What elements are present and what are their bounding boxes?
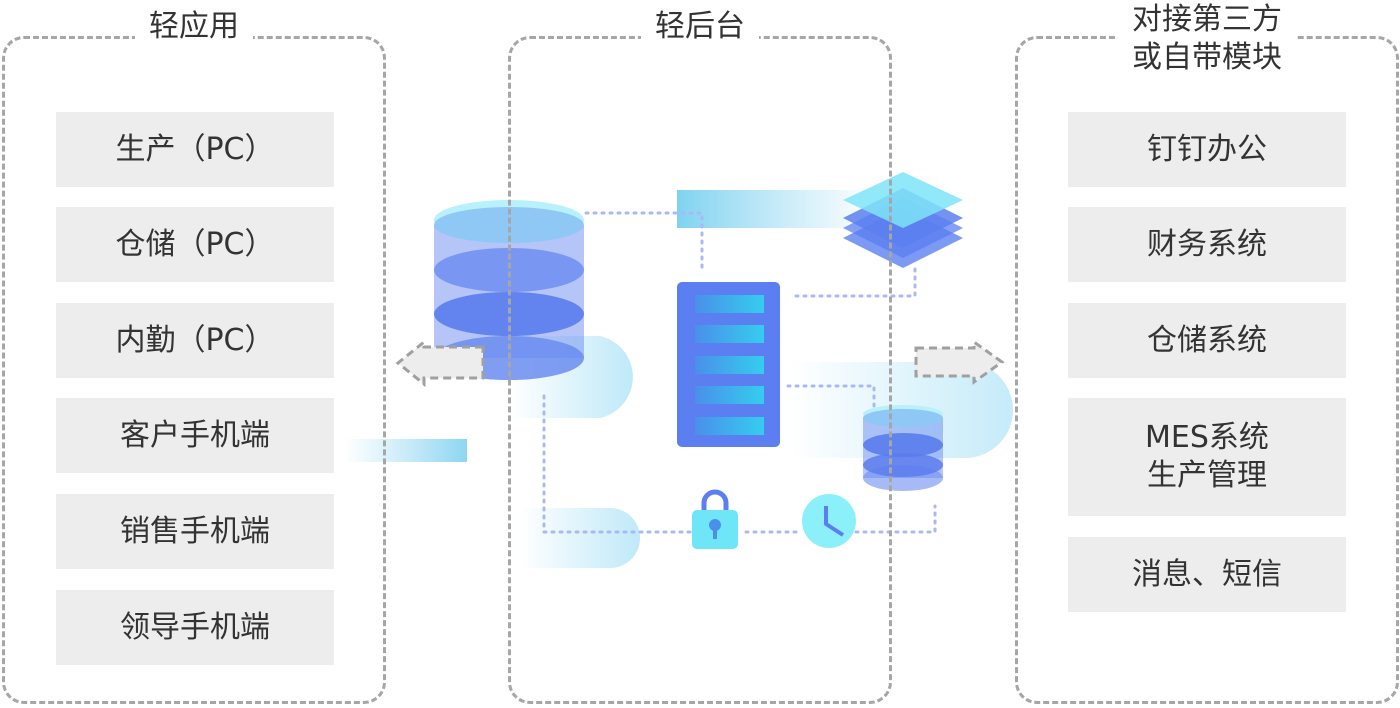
- panel-title-third-party: 对接第三方 或自带模块: [1118, 1, 1296, 77]
- app-item-customer-mobile[interactable]: 客户手机端: [56, 398, 334, 473]
- light-apps-panel: 轻应用 生产（PC） 仓储（PC） 内勤（PC） 客户手机端 销售手机端 领导手…: [2, 9, 386, 704]
- app-item-production-pc[interactable]: 生产（PC）: [56, 112, 334, 187]
- third-party-panel: 对接第三方 或自带模块 钉钉办公 财务系统 仓储系统 MES系统 生产管理 消息…: [1015, 1, 1399, 704]
- app-item-warehouse-pc[interactable]: 仓储（PC）: [56, 207, 334, 282]
- panel-title-light-apps: 轻应用: [135, 9, 253, 45]
- app-item-office-pc[interactable]: 内勤（PC）: [56, 303, 334, 378]
- panel-title-line-1: 对接第三方: [1132, 2, 1282, 37]
- app-item-leader-mobile[interactable]: 领导手机端: [56, 590, 334, 665]
- module-item-mes-line-1: MES系统: [1145, 420, 1269, 455]
- module-item-finance[interactable]: 财务系统: [1068, 207, 1346, 282]
- module-item-mes-line-2: 生产管理: [1147, 458, 1267, 493]
- app-item-sales-mobile[interactable]: 销售手机端: [56, 494, 334, 569]
- module-item-mes[interactable]: MES系统 生产管理: [1068, 398, 1346, 516]
- module-item-dingtalk[interactable]: 钉钉办公: [1068, 112, 1346, 187]
- module-item-messages-sms[interactable]: 消息、短信: [1068, 537, 1346, 612]
- arrow-right-icon: [914, 339, 1005, 385]
- panel-title-light-backend: 轻后台: [641, 9, 759, 45]
- arrow-left-icon: [395, 338, 485, 388]
- module-item-warehouse[interactable]: 仓储系统: [1068, 303, 1346, 378]
- panel-title-line-2: 或自带模块: [1132, 40, 1282, 75]
- light-backend-panel: 轻后台: [508, 9, 892, 704]
